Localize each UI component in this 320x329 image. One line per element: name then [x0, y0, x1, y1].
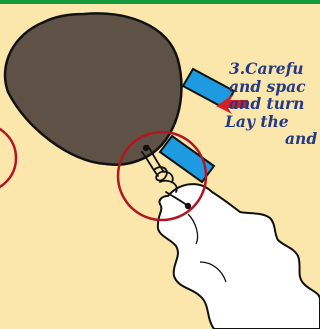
instruction-line: and spac: [229, 78, 320, 96]
instruction-text: 3.Carefu and spac and turn Lay the and: [229, 60, 320, 148]
instruction-line: Lay the: [225, 113, 320, 131]
balloon: [5, 13, 181, 164]
instruction-line: and: [229, 130, 320, 148]
instruction-line: and turn: [229, 95, 320, 113]
instruction-line: 3.Carefu: [229, 60, 320, 78]
left-highlight-circle: [0, 124, 16, 192]
white-cloth: [158, 184, 320, 329]
